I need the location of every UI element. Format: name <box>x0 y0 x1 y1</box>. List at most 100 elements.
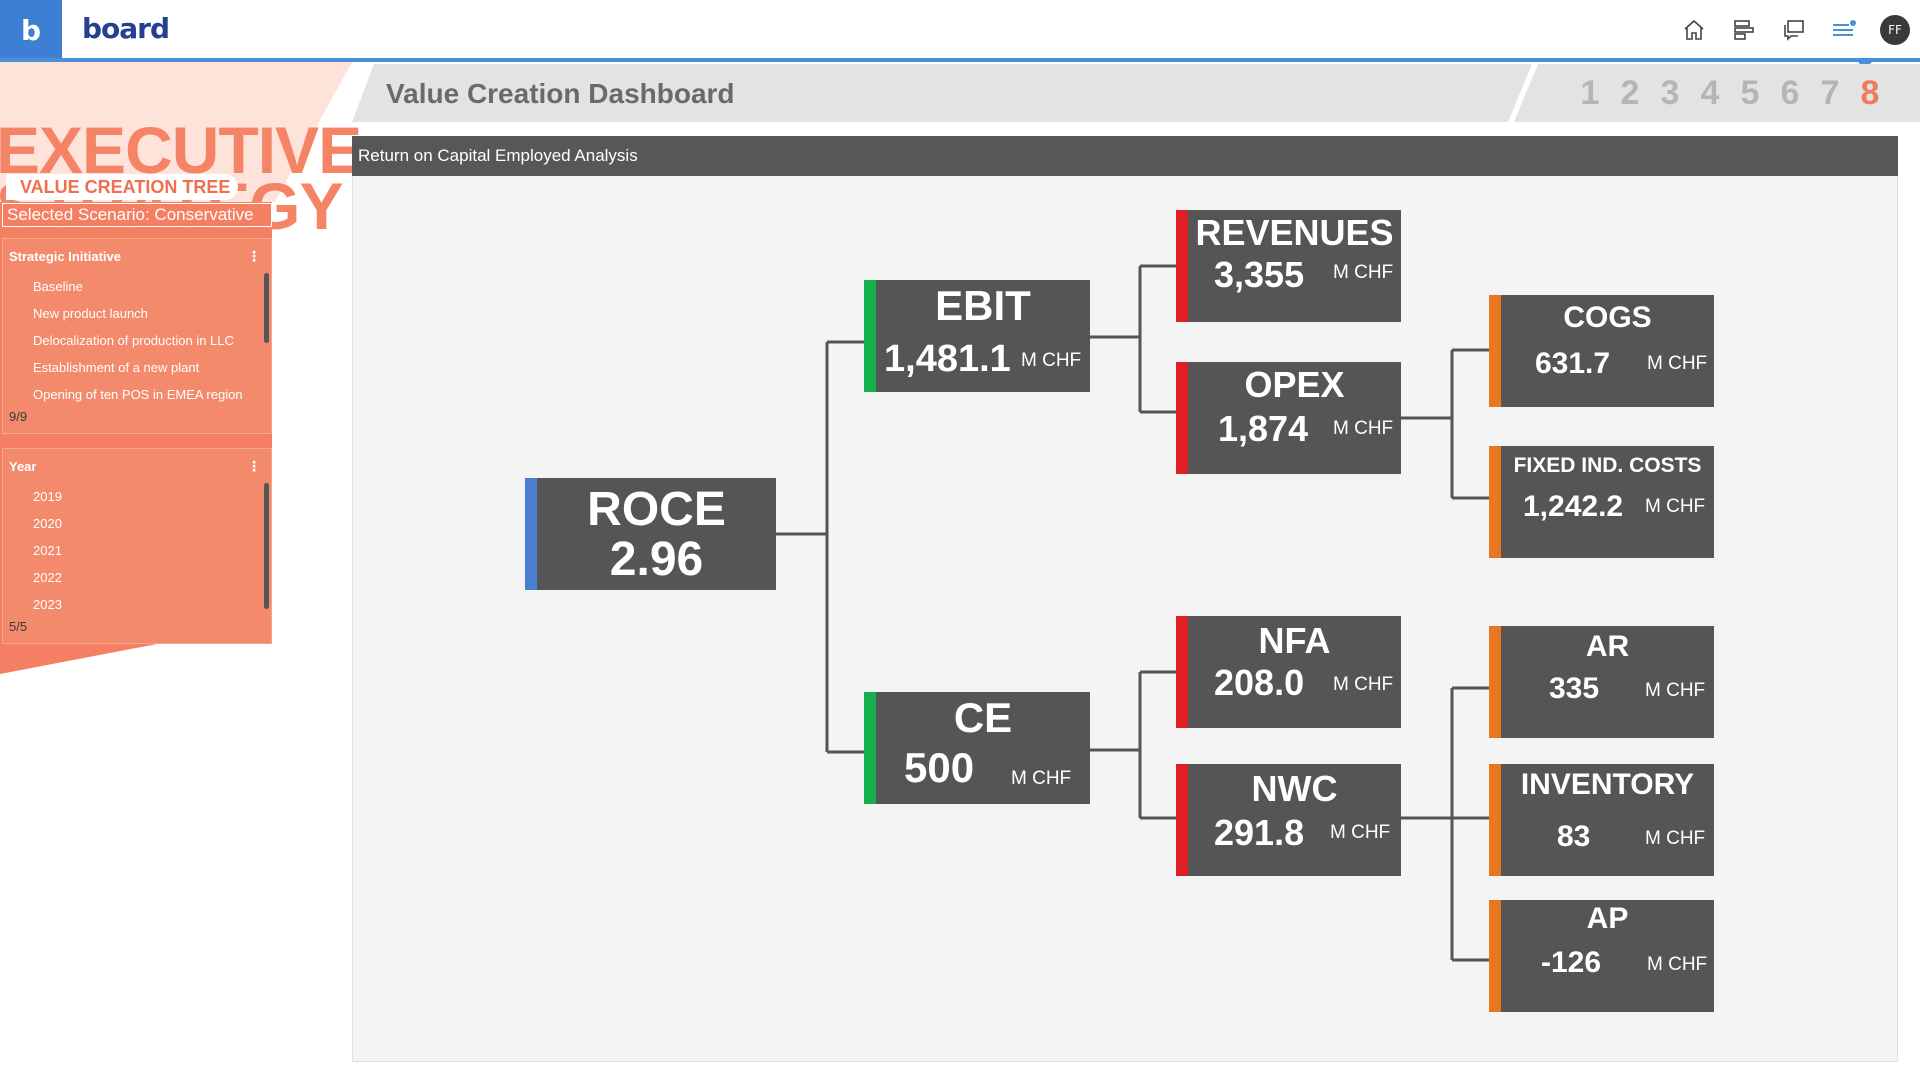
kpi-name: ROCE <box>587 483 726 536</box>
list-item[interactable]: Opening of ten POS in EMEA region <box>33 387 243 402</box>
page-4[interactable]: 4 <box>1700 74 1720 112</box>
kpi-color-bar <box>1176 616 1188 728</box>
kpi-nfa[interactable]: NFA 208.0 M CHF <box>1176 616 1401 728</box>
kpi-value: 1,874 <box>1218 408 1309 449</box>
kpi-fixed-ind-costs[interactable]: FIXED IND. COSTS 1,242.2 M CHF <box>1489 446 1714 558</box>
kpi-value: -126 <box>1541 946 1602 979</box>
page-title: Value Creation Dashboard <box>386 78 735 109</box>
kpi-color-bar <box>525 478 537 590</box>
kpi-color-bar <box>1176 210 1188 322</box>
kpi-value: 83 <box>1557 820 1591 853</box>
scrollbar[interactable] <box>264 273 269 343</box>
page-5[interactable]: 5 <box>1740 74 1760 112</box>
kpi-ce[interactable]: CE 500 M CHF <box>864 692 1090 804</box>
list-item[interactable]: New product launch <box>33 306 148 321</box>
user-avatar[interactable]: FF <box>1880 15 1910 45</box>
kpi-unit: M CHF <box>1011 768 1072 789</box>
kpi-ar[interactable]: AR 335 M CHF <box>1489 626 1714 738</box>
kpi-unit: M CHF <box>1333 262 1394 283</box>
kpi-value: 631.7 <box>1535 347 1611 380</box>
kpi-name: REVENUES <box>1195 212 1394 253</box>
kpi-color-bar <box>1489 295 1501 407</box>
list-item[interactable]: 2022 <box>33 570 62 585</box>
kpi-nwc[interactable]: NWC 291.8 M CHF <box>1176 764 1401 876</box>
chat-icon[interactable] <box>1780 16 1808 44</box>
kpi-name: CE <box>953 694 1013 741</box>
list-item[interactable]: 2023 <box>33 597 62 612</box>
kpi-unit: M CHF <box>1645 496 1706 517</box>
kebab-menu-icon[interactable]: ⋮ <box>247 459 261 475</box>
year-selector: Year ⋮ 2019 2020 2021 2022 2023 5/5 <box>2 448 272 644</box>
kpi-opex[interactable]: OPEX 1,874 M CHF <box>1176 362 1401 474</box>
banner-line-1: EXECUTIVE <box>0 113 362 187</box>
kpi-name: AR <box>1585 630 1630 663</box>
kpi-color-bar <box>1489 626 1501 738</box>
kpi-value: 3,355 <box>1214 254 1305 295</box>
kebab-menu-icon[interactable]: ⋮ <box>247 249 261 265</box>
kpi-name: FIXED IND. COSTS <box>1513 454 1702 477</box>
list-item[interactable]: Delocalization of production in LLC <box>33 333 234 348</box>
kpi-value: 335 <box>1549 672 1600 705</box>
kpi-value: 2.96 <box>609 533 704 586</box>
page-8[interactable]: 8 <box>1860 74 1880 112</box>
selector-title: Year <box>9 459 37 474</box>
kpi-color-bar <box>864 692 876 804</box>
kpi-name: COGS <box>1563 301 1652 334</box>
kpi-cogs[interactable]: COGS 631.7 M CHF <box>1489 295 1714 407</box>
kpi-unit: M CHF <box>1333 418 1394 439</box>
kpi-inventory[interactable]: INVENTORY 83 M CHF <box>1489 764 1714 876</box>
panel-title: Return on Capital Employed Analysis <box>352 136 1898 176</box>
kpi-name: INVENTORY <box>1520 768 1695 801</box>
list-item[interactable]: Establishment of a new plant <box>33 360 200 375</box>
list-item[interactable]: 2019 <box>33 489 62 504</box>
kpi-unit: M CHF <box>1021 350 1082 371</box>
app-logo[interactable]: b <box>0 0 62 60</box>
kpi-ap[interactable]: AP -126 M CHF <box>1489 900 1714 1012</box>
page-navigator: 1 2 3 4 5 6 7 8 <box>1578 74 1882 113</box>
brand-name: board <box>82 12 170 45</box>
kpi-value: 208.0 <box>1214 662 1305 703</box>
scenario-label: Selected Scenario: Conservative <box>2 203 272 227</box>
kpi-unit: M CHF <box>1647 353 1708 374</box>
kpi-name: AP <box>1586 902 1629 935</box>
page-1[interactable]: 1 <box>1580 74 1600 112</box>
selection-count: 9/9 <box>9 409 28 424</box>
kpi-unit: M CHF <box>1333 674 1394 695</box>
page-6[interactable]: 6 <box>1780 74 1800 112</box>
kpi-value: 500 <box>904 744 975 791</box>
kpi-name: OPEX <box>1244 364 1345 405</box>
kpi-color-bar <box>1176 362 1188 474</box>
sitemap-icon[interactable] <box>1730 16 1758 44</box>
kpi-ebit[interactable]: EBIT 1,481.1 M CHF <box>864 280 1090 392</box>
kpi-color-bar <box>1489 900 1501 1012</box>
kpi-color-bar <box>864 280 876 392</box>
kpi-roce[interactable]: ROCE 2.96 <box>525 478 776 590</box>
scrollbar[interactable] <box>264 483 269 609</box>
page-2[interactable]: 2 <box>1620 74 1640 112</box>
kpi-value: 291.8 <box>1214 812 1305 853</box>
kpi-unit: M CHF <box>1330 822 1391 843</box>
kpi-unit: M CHF <box>1645 680 1706 701</box>
selector-title: Strategic Initiative <box>9 249 121 264</box>
kpi-name: NFA <box>1258 620 1331 661</box>
header-band <box>352 64 1920 122</box>
kpi-unit: M CHF <box>1645 828 1706 849</box>
list-item[interactable]: Baseline <box>33 279 83 294</box>
menu-icon[interactable] <box>1830 16 1858 44</box>
kpi-name: NWC <box>1251 768 1338 809</box>
top-accent-line <box>0 58 1920 62</box>
list-item[interactable]: 2020 <box>33 516 62 531</box>
home-icon[interactable] <box>1680 16 1708 44</box>
kpi-color-bar <box>1489 446 1501 558</box>
kpi-unit: M CHF <box>1647 954 1708 975</box>
kpi-color-bar <box>1489 764 1501 876</box>
kpi-value: 1,481.1 <box>884 338 1011 380</box>
page-7[interactable]: 7 <box>1820 74 1840 112</box>
selection-count: 5/5 <box>9 619 28 634</box>
list-item[interactable]: 2021 <box>33 543 62 558</box>
page-3[interactable]: 3 <box>1660 74 1680 112</box>
top-bar: b board FF <box>0 0 1920 62</box>
kpi-revenues[interactable]: REVENUES 3,355 M CHF <box>1176 210 1401 322</box>
strategic-initiative-selector: Strategic Initiative ⋮ Baseline New prod… <box>2 238 272 434</box>
top-icons: FF <box>1680 14 1910 46</box>
